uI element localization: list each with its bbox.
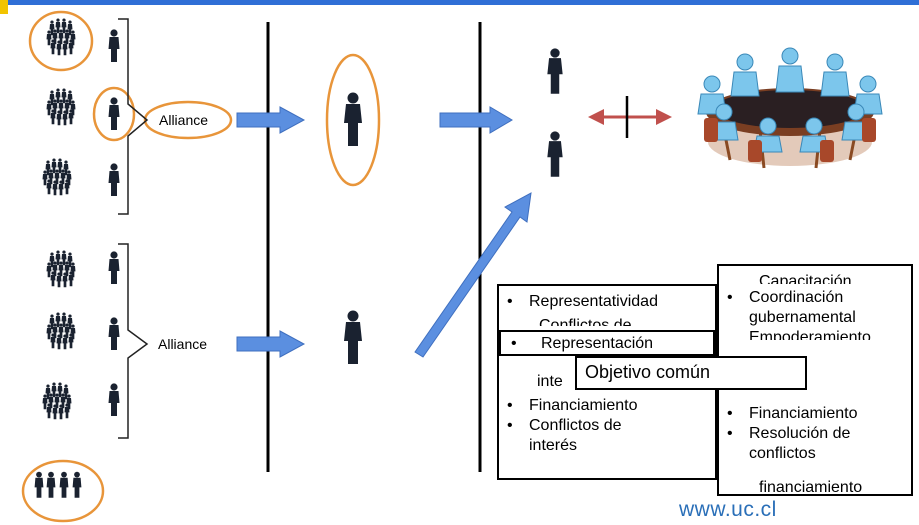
crowd-icon — [43, 159, 72, 196]
person-icon — [46, 471, 56, 498]
person-icon — [34, 471, 44, 498]
person-icon — [108, 97, 120, 130]
person-icon — [108, 317, 120, 350]
right-criteria-box: Capacitación Coordinación gubernamental … — [717, 264, 913, 496]
highlight-ellipse — [325, 53, 381, 187]
person-icon — [59, 471, 69, 498]
person-icon — [547, 131, 563, 177]
top-accent-bar — [0, 0, 919, 5]
list-item: Coordinación gubernamental — [727, 288, 899, 328]
hidden-line: financiamiento — [759, 480, 863, 494]
crowd-icon — [47, 313, 76, 350]
highlight-ellipse — [21, 459, 105, 523]
alliance-label: Alliance — [158, 336, 208, 352]
crowd-icon — [47, 19, 76, 56]
group-bracket — [118, 243, 149, 439]
list-item: Conflictos de interés — [507, 416, 659, 456]
hidden-line: inte — [537, 373, 563, 390]
group-bracket — [118, 18, 149, 215]
person-icon — [344, 92, 362, 146]
person-icon — [72, 471, 82, 498]
block-arrow — [236, 330, 306, 358]
footer-url[interactable]: www.uc.cl — [679, 498, 777, 521]
person-icon — [108, 251, 120, 284]
blocked-double-arrow — [588, 96, 672, 138]
alliance-ellipse — [143, 100, 233, 140]
hidden-line: Capacitación — [759, 273, 852, 284]
hidden-line: Conflictos de — [539, 317, 632, 326]
list-item: Resolución de conflictos — [727, 424, 879, 464]
list-item: Representatividad — [507, 292, 715, 312]
list-item: Financiamiento — [727, 404, 879, 424]
objetivo-label: Objetivo común — [585, 362, 711, 382]
round-table-meeting-icon — [697, 47, 883, 169]
person-icon — [108, 163, 120, 196]
highlight-ellipse — [92, 86, 136, 142]
bullet: • — [511, 335, 517, 352]
list-item: Empoderamiento — [749, 328, 911, 340]
alliance-label: Alliance — [159, 112, 209, 128]
objetivo-comun-box: Objetivo común — [575, 356, 807, 390]
highlight-ellipse — [28, 10, 94, 72]
person-icon — [108, 383, 120, 416]
list-item: Financiamiento — [507, 396, 659, 416]
corner-accent — [0, 0, 8, 14]
block-arrow — [414, 192, 532, 358]
representacion-box: • Representación — [499, 330, 715, 356]
person-icon — [344, 310, 362, 364]
representacion-label: Representación — [541, 335, 654, 352]
block-arrow — [236, 106, 306, 134]
person-icon — [108, 29, 120, 62]
crowd-icon — [47, 89, 76, 126]
crowd-icon — [43, 383, 72, 420]
block-arrow — [439, 106, 513, 134]
person-icon — [547, 48, 563, 94]
crowd-icon — [47, 251, 76, 288]
